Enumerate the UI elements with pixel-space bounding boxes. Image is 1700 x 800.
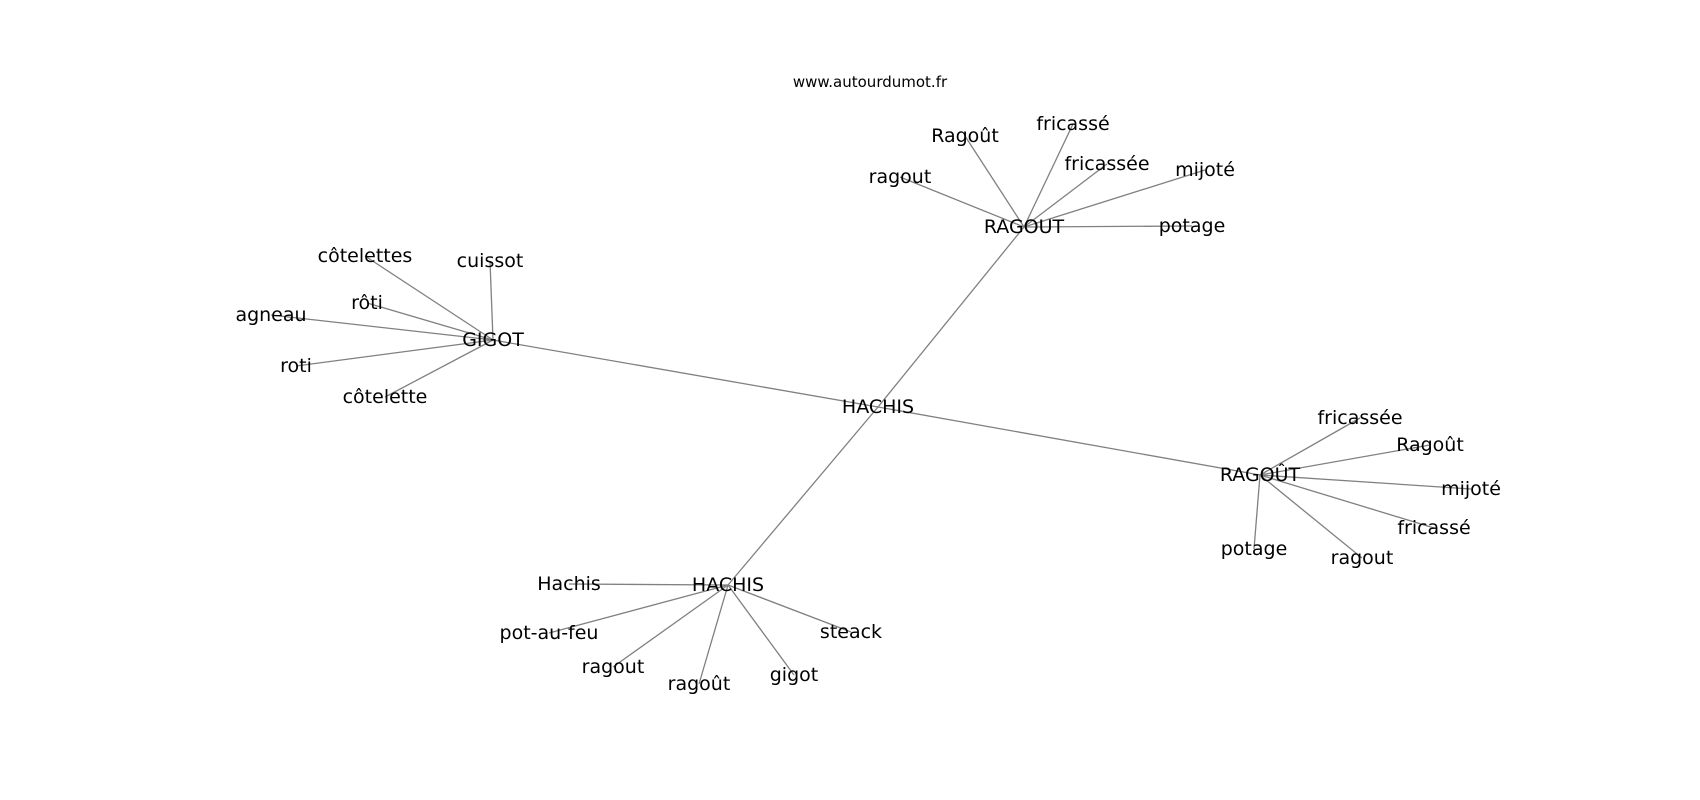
node-hachis-word-1[interactable]: pot-au-feu — [500, 622, 599, 644]
node-gigot-word-1[interactable]: cuissot — [457, 250, 524, 272]
edge-center-ragout2 — [877, 406, 1261, 476]
node-ragout-word-4[interactable]: ragout — [869, 166, 932, 188]
edge-gigot-word-2 — [366, 302, 494, 341]
edge-hachis-word-2 — [612, 584, 729, 668]
edge-hachis-word-1 — [548, 584, 729, 634]
edge-ragout-word-4 — [899, 176, 1025, 228]
edge-ragout-word-5 — [1023, 225, 1193, 228]
node-hachis-word-0[interactable]: Hachis — [537, 573, 601, 595]
edge-gigot-word-1 — [489, 260, 494, 341]
edge-center-hachis — [727, 406, 879, 586]
node-hachis[interactable]: HACHIS — [692, 574, 764, 596]
node-gigot-word-0[interactable]: côtelettes — [318, 245, 413, 267]
node-hachis-word-5[interactable]: steack — [820, 621, 882, 643]
edge-ragout2-word-1 — [1259, 444, 1431, 476]
node-ragout-word-1[interactable]: fricassé — [1036, 113, 1109, 135]
edge-hachis-word-5 — [727, 584, 852, 633]
edge-gigot-word-0 — [364, 255, 494, 341]
node-hachis-word-3[interactable]: ragoût — [668, 673, 731, 695]
node-hachis-word-4[interactable]: gigot — [770, 664, 818, 686]
node-ragout-word-5[interactable]: potage — [1159, 215, 1226, 237]
watermark-text: www.autourdumot.fr — [793, 73, 948, 91]
node-gigot-word-3[interactable]: agneau — [235, 304, 306, 326]
graph-nodes: HACHIS GIGOT côtelettes cuissot rôti agneau ro… — [235, 113, 1500, 695]
edge-gigot-word-3 — [270, 314, 494, 341]
node-ragout2-word-3[interactable]: fricassé — [1397, 517, 1470, 539]
edge-hachis-word-4 — [727, 584, 795, 676]
node-ragout2-word-2[interactable]: mijoté — [1441, 478, 1501, 500]
node-ragout-word-3[interactable]: mijoté — [1175, 159, 1235, 181]
edge-ragout-word-3 — [1023, 169, 1206, 228]
node-ragout2[interactable]: RAGOÛT — [1220, 462, 1301, 486]
node-ragout2-word-5[interactable]: ragout — [1331, 547, 1394, 569]
edge-ragout2-word-2 — [1259, 474, 1472, 490]
edge-center-gigot — [492, 339, 879, 408]
edge-ragout-word-2 — [1023, 163, 1108, 228]
node-ragout2-word-0[interactable]: fricassée — [1317, 407, 1402, 429]
node-ragout2-word-1[interactable]: Ragoût — [1396, 434, 1464, 456]
edge-ragout2-word-5 — [1259, 474, 1363, 559]
edge-ragout2-word-0 — [1259, 417, 1361, 476]
edge-ragout-word-0 — [964, 135, 1025, 228]
node-ragout-word-0[interactable]: Ragoût — [931, 125, 999, 147]
node-gigot-word-5[interactable]: côtelette — [343, 386, 428, 408]
edge-center-ragout — [877, 226, 1025, 408]
edge-gigot-word-5 — [384, 339, 494, 398]
edge-gigot-word-4 — [295, 339, 494, 367]
edge-hachis-word-3 — [698, 584, 729, 685]
node-gigot[interactable]: GIGOT — [462, 329, 524, 351]
edge-ragout2-word-4 — [1253, 474, 1261, 550]
node-gigot-word-4[interactable]: roti — [280, 355, 312, 377]
node-ragout2-word-4[interactable]: potage — [1221, 538, 1288, 560]
node-ragout-word-2[interactable]: fricassée — [1064, 153, 1149, 175]
node-gigot-word-2[interactable]: rôti — [351, 292, 383, 314]
node-center[interactable]: HACHIS — [842, 396, 914, 418]
edge-hachis-word-0 — [568, 583, 729, 586]
graph-edges — [270, 123, 1472, 685]
edge-ragout2-word-3 — [1259, 474, 1435, 529]
node-hachis-word-2[interactable]: ragout — [582, 656, 645, 678]
node-ragout[interactable]: RAGOUT — [984, 216, 1065, 238]
edge-ragout-word-1 — [1023, 123, 1074, 228]
